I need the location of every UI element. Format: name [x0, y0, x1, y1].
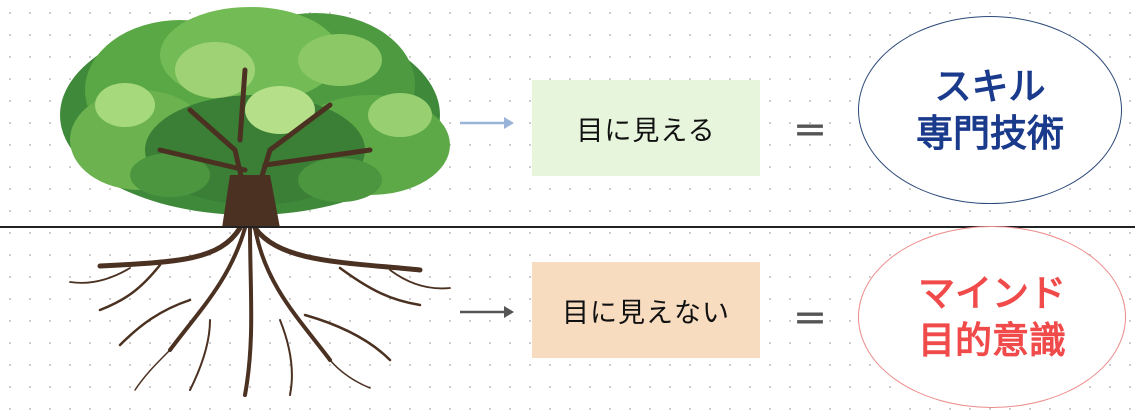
skill-title: スキル — [934, 64, 1046, 108]
arrow-right-icon — [460, 306, 514, 318]
skill-subtitle: 専門技術 — [916, 112, 1064, 155]
ground-line — [0, 226, 1135, 228]
tree-roots — [69, 225, 451, 397]
mind-title: マインド — [918, 271, 1066, 315]
equals-sign: ＝ — [793, 112, 827, 152]
invisible-label-text: 目に見えない — [562, 297, 730, 329]
arrow-right-icon — [460, 117, 514, 129]
invisible-label-box: 目に見えない — [532, 262, 760, 358]
skill-ellipse: スキル 専門技術 — [858, 16, 1122, 204]
mind-ellipse: マインド 目的意識 — [858, 226, 1126, 408]
visible-label-box: 目に見える — [532, 80, 760, 176]
equals-sign: ＝ — [793, 300, 827, 340]
visible-label-text: 目に見える — [576, 115, 716, 147]
tree-trunk — [222, 175, 280, 228]
mind-subtitle: 目的意識 — [918, 319, 1066, 362]
tree-with-roots-icon — [60, 7, 451, 397]
